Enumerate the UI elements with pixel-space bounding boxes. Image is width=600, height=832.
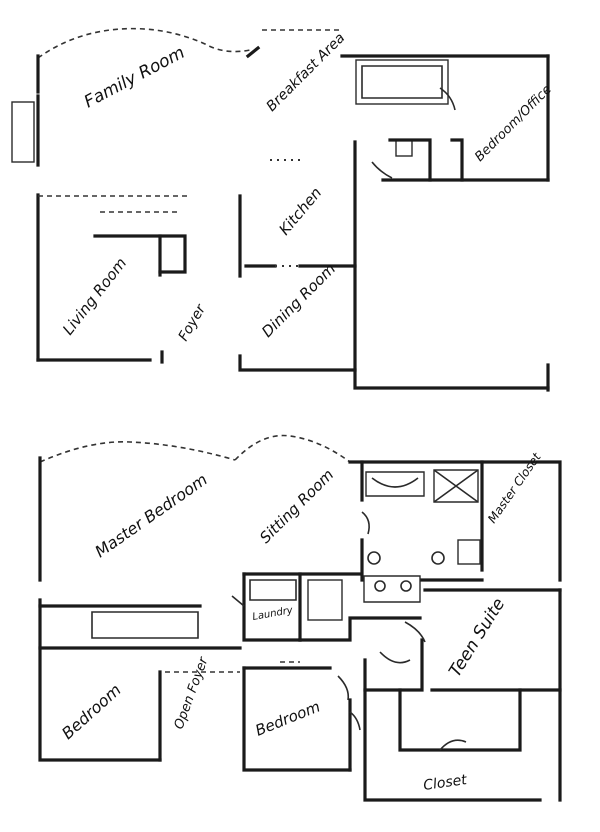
room-label-kitchen: Kitchen — [275, 184, 325, 239]
sitting-bay-window — [234, 434, 351, 463]
first-floor-plan — [11, 27, 550, 392]
room-label-bedroom-office: Bedroom/Office — [472, 82, 555, 165]
room-label-breakfast-area: Breakfast Area — [264, 30, 349, 115]
room-label-laundry: Laundry — [252, 605, 295, 623]
room-label-bedroom-left: Bedroom — [58, 680, 125, 743]
room-labels: Family Room Breakfast Area Bedroom/Offic… — [58, 30, 555, 794]
room-label-open-foyer: Open Foyer — [172, 654, 212, 731]
room-label-living-room: Living Room — [59, 254, 130, 338]
second-floor-plan — [38, 434, 562, 802]
master-bay-window — [39, 441, 236, 463]
family-room-bay-window — [37, 27, 251, 59]
room-label-teen-suite: Teen Suite — [445, 595, 509, 681]
room-label-closet: Closet — [422, 772, 468, 794]
fireplace — [11, 101, 35, 163]
room-label-master-bedroom: Master Bedroom — [91, 470, 210, 562]
room-label-bedroom-middle: Bedroom — [253, 697, 323, 739]
room-label-dining-room: Dining Room — [258, 260, 339, 341]
counter-fixture — [355, 59, 449, 105]
room-label-sitting-room: Sitting Room — [256, 466, 337, 547]
room-label-foyer: Foyer — [176, 301, 210, 344]
room-label-family-room: Family Room — [81, 43, 188, 113]
